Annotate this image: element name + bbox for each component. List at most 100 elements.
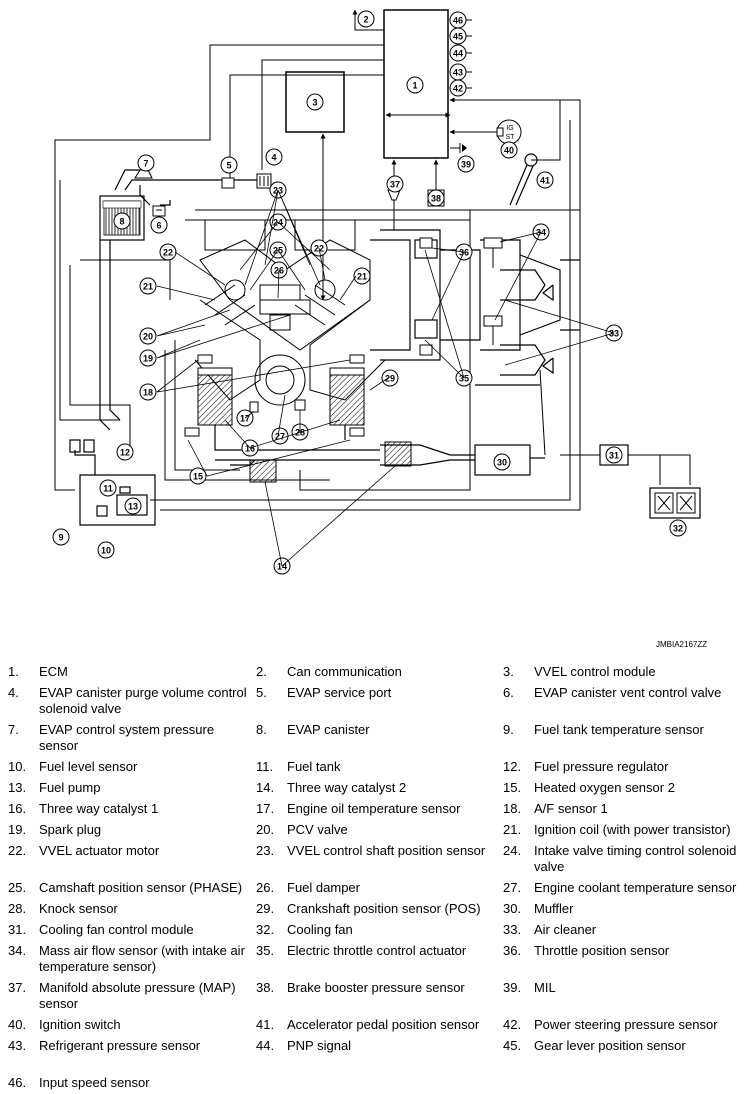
knock-sensor bbox=[294, 399, 306, 411]
legend-item-number: 5. bbox=[256, 685, 267, 700]
legend-item-number: 10. bbox=[8, 759, 27, 774]
callout-number: 21 bbox=[143, 282, 153, 292]
legend-item-text: Fuel level sensor bbox=[39, 759, 138, 774]
callout-38: 38 bbox=[427, 189, 445, 207]
callout-19: 19 bbox=[139, 349, 157, 367]
legend-item: 16.Three way catalyst 1 bbox=[8, 801, 256, 817]
legend-item-text: Ignition coil (with power transistor) bbox=[534, 822, 731, 837]
legend-item-text: Ignition switch bbox=[39, 1017, 121, 1032]
callout-31: 31 bbox=[605, 446, 623, 464]
legend-row: 34.Mass air flow sensor (with intake air… bbox=[8, 943, 740, 975]
legend-item-number: 13. bbox=[8, 780, 27, 795]
callout-41: 41 bbox=[536, 171, 554, 189]
callout-number: 39 bbox=[461, 160, 471, 170]
callout-circle bbox=[265, 148, 283, 166]
legend-item-number: 31. bbox=[8, 922, 27, 937]
callout-circle bbox=[139, 327, 157, 345]
legend-item: 13. Fuel pump bbox=[8, 780, 256, 796]
callout-number: 41 bbox=[540, 176, 550, 186]
legend-item-number: 40. bbox=[8, 1017, 27, 1032]
callout-number: 33 bbox=[609, 329, 619, 339]
callout-21: 21 bbox=[353, 267, 371, 285]
accelerator-pedal-position-sensor bbox=[509, 153, 538, 206]
callout-circle bbox=[669, 519, 687, 537]
legend-item-number: 1. bbox=[8, 664, 19, 679]
legend-item: 12.Fuel pressure regulator bbox=[503, 759, 740, 775]
legend-item: 43.Refrigerant pressure sensor bbox=[8, 1038, 256, 1054]
legend-item: 8.EVAP canister bbox=[256, 722, 503, 754]
callout-18: 18 bbox=[139, 383, 157, 401]
legend-item-text: VVEL control module bbox=[534, 664, 656, 679]
legend-item: 24.Intake valve timing control solenoid … bbox=[503, 843, 740, 875]
legend-item-text: VVEL actuator motor bbox=[39, 843, 160, 858]
callout-circle bbox=[306, 93, 324, 111]
legend-item: 37.Manifold absolute pressure (MAP) sens… bbox=[8, 980, 256, 1012]
legend-row: 25.Camshaft position sensor (PHASE)26.Fu… bbox=[8, 880, 740, 896]
callout-number: 19 bbox=[143, 354, 153, 364]
legend-item-number: 26. bbox=[256, 880, 275, 895]
callout-12: 12 bbox=[116, 443, 134, 461]
legend-item: 22.VVEL actuator motor bbox=[8, 843, 256, 875]
legend-item: 35.Electric throttle control actuator bbox=[256, 943, 503, 975]
legend-item: 5. EVAP service port bbox=[256, 685, 503, 717]
callout-circle bbox=[500, 141, 518, 159]
legend-item-number: 2. bbox=[256, 664, 267, 679]
engine-control-system-diagram: IG ST 1234567891011121314151617181920212… bbox=[52, 9, 701, 575]
evap-vent-control-valve bbox=[152, 205, 166, 217]
legend-item: 23.VVEL control shaft position sensor bbox=[256, 843, 503, 875]
callout-5: 5 bbox=[220, 156, 238, 174]
af-sensor-1 bbox=[197, 354, 365, 364]
legend-item: 42.Power steering pressure sensor bbox=[503, 1017, 740, 1033]
callout-29: 29 bbox=[381, 369, 399, 387]
callout-circle bbox=[381, 369, 399, 387]
callout-number: 5 bbox=[226, 161, 231, 171]
legend-item: 6.EVAP canister vent control valve bbox=[503, 685, 740, 717]
callout-circle bbox=[357, 10, 375, 28]
wiring-harness bbox=[54, 44, 691, 511]
legend-item-text: EVAP control system pressure sensor bbox=[39, 722, 215, 753]
legend-item: 34.Mass air flow sensor (with intake air… bbox=[8, 943, 256, 975]
legend-item-number: 39. bbox=[503, 980, 522, 995]
callout-circle bbox=[449, 63, 467, 81]
legend-row: 4.EVAP canister purge volume control sol… bbox=[8, 685, 740, 717]
callout-number: 44 bbox=[453, 49, 463, 59]
legend-item-number: 36. bbox=[503, 943, 522, 958]
callout-circle bbox=[97, 541, 115, 559]
evap-hoses bbox=[83, 169, 265, 453]
legend-item-number: 25. bbox=[8, 880, 27, 895]
can-communication-line bbox=[352, 9, 384, 31]
legend-item-number: 11. bbox=[256, 759, 274, 774]
legend-item-number: 6. bbox=[503, 685, 514, 700]
three-way-catalyst-1 bbox=[197, 367, 365, 426]
legend-item-text: Fuel pump bbox=[39, 780, 101, 795]
callout-number: 45 bbox=[453, 32, 463, 42]
legend-item-text: EVAP canister purge volume control solen… bbox=[39, 685, 247, 716]
callout-13: 13 bbox=[124, 497, 142, 515]
legend-item: 9.Fuel tank temperature sensor bbox=[503, 722, 740, 754]
legend-item-text: Engine coolant temperature sensor bbox=[534, 880, 737, 895]
callout-circle bbox=[605, 446, 623, 464]
callout-number: 1 bbox=[412, 81, 417, 91]
legend-item: 11.Fuel tank bbox=[256, 759, 503, 775]
callout-circle bbox=[137, 154, 155, 172]
legend-item-number: 20. bbox=[256, 822, 275, 837]
callout-46: 46 bbox=[449, 11, 467, 29]
legend-item-text: Electric throttle control actuator bbox=[287, 943, 467, 958]
legend-item-number: 17. bbox=[256, 801, 275, 816]
callout-number: 4 bbox=[271, 153, 276, 163]
legend-item-text: PCV valve bbox=[287, 822, 348, 837]
callout-circle bbox=[189, 467, 207, 485]
callout-4: 4 bbox=[265, 148, 283, 166]
callout-circle bbox=[99, 479, 117, 497]
legend-item-number: 23. bbox=[256, 843, 275, 858]
legend-item-text: EVAP service port bbox=[287, 685, 392, 700]
air-cleaner bbox=[500, 269, 554, 376]
cooling-fan bbox=[649, 487, 701, 519]
